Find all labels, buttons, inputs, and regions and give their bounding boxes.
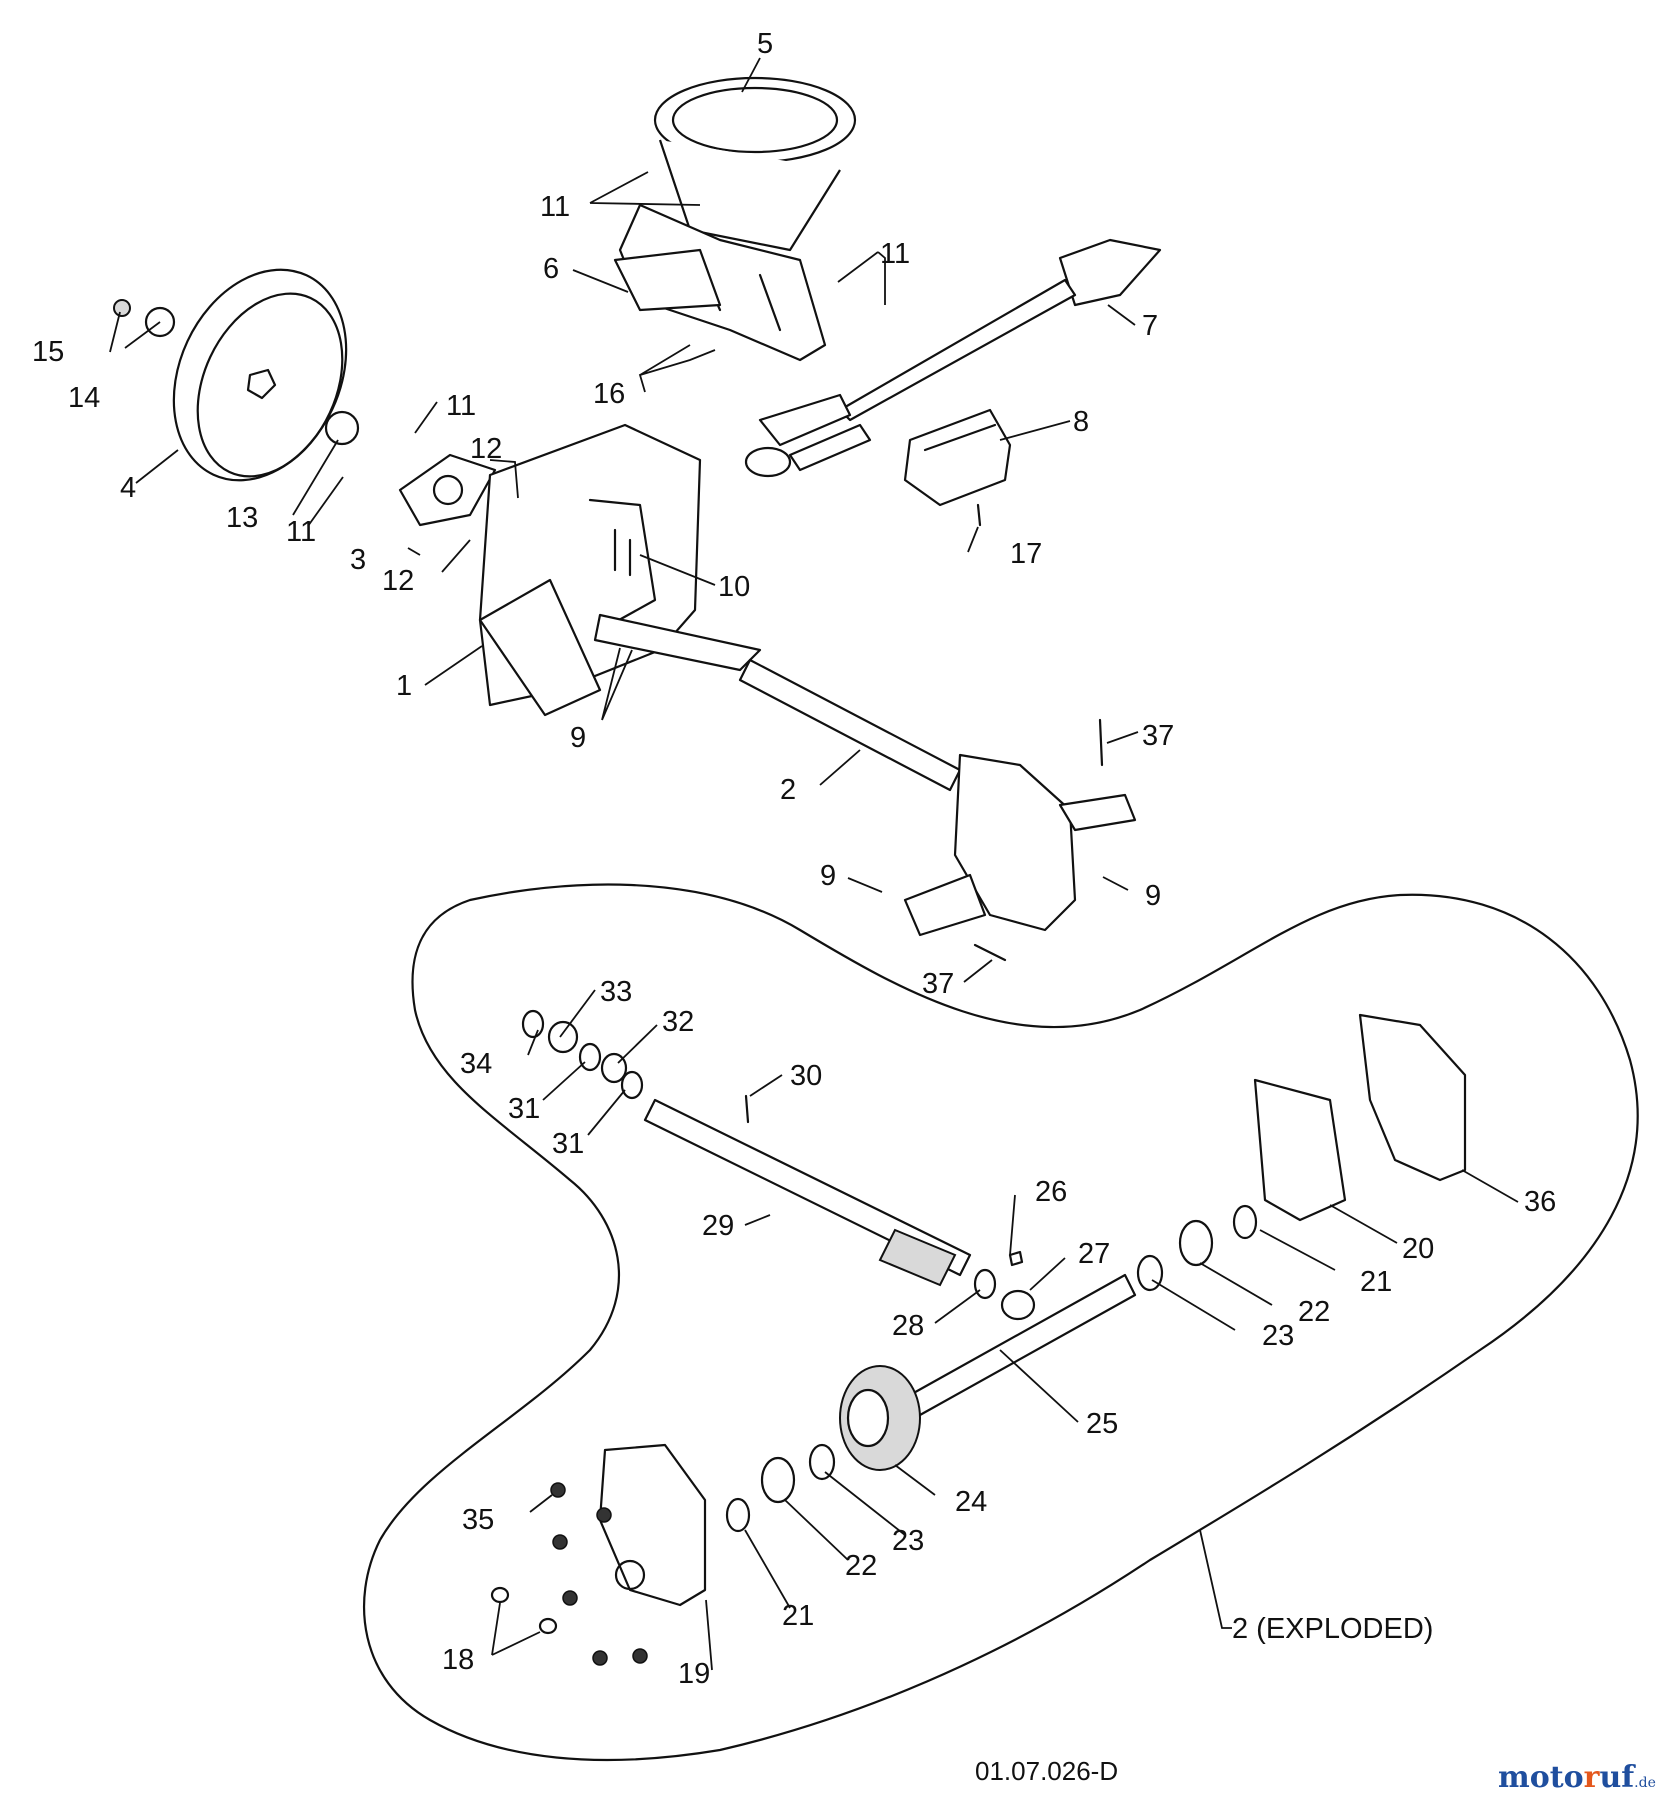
label-part-6: 6 [543, 253, 560, 285]
key-part-26 [1008, 1250, 1024, 1267]
label-part-33: 33 [600, 976, 633, 1008]
label-part-5: 5 [757, 28, 774, 60]
label-part-34: 34 [460, 1048, 493, 1080]
label-part-9: 9 [1145, 880, 1162, 912]
bushing-part-22-right [1178, 1219, 1214, 1267]
bearing-flange-part-3 [398, 453, 497, 527]
chute-deflector-part-6 [613, 248, 722, 312]
label-part-22: 22 [1298, 1296, 1331, 1328]
gearbox-assembly [903, 753, 1137, 937]
label-part-11: 11 [540, 191, 571, 223]
label-part-37: 37 [1142, 720, 1175, 752]
label-part-12: 12 [382, 565, 415, 597]
bolt-part-17 [976, 503, 982, 527]
label-part-3: 3 [350, 544, 367, 576]
nut-part-15 [113, 299, 131, 317]
label-part-11: 11 [286, 516, 317, 548]
bolt-part-10 [613, 528, 632, 577]
label-part-4: 4 [120, 472, 137, 504]
washer-part-23-left [808, 1443, 836, 1481]
plugs-part-18 [490, 1586, 558, 1635]
label-part-21: 21 [1360, 1266, 1393, 1298]
washer-part-34 [521, 1009, 545, 1039]
label-part-17: 17 [1010, 538, 1043, 570]
discharge-chute-part-5 [618, 76, 857, 362]
bearing-part-13 [324, 410, 360, 446]
leader-lines [109, 57, 1519, 1671]
bushing-part-33 [547, 1020, 579, 1054]
label-part-36: 36 [1524, 1186, 1557, 1218]
label-part-19: 19 [678, 1658, 711, 1690]
label-part-7: 7 [1142, 310, 1159, 342]
label-part-23: 23 [1262, 1320, 1295, 1352]
label-part-11: 11 [880, 238, 911, 270]
drawing-number: 01.07.026-D [975, 1756, 1119, 1786]
label-part-13: 13 [226, 502, 259, 534]
auger-housing-part-1 [478, 423, 762, 717]
label-part-12: 12 [470, 433, 503, 465]
screws-part-35 [550, 1482, 648, 1666]
label-part-28: 28 [892, 1310, 925, 1342]
watermark-suffix: .de [1634, 1775, 1656, 1791]
label-part-1: 1 [396, 670, 413, 702]
label-part-9: 9 [820, 860, 837, 892]
label-part-30: 30 [790, 1060, 823, 1092]
worm-gear-teeth [878, 1228, 957, 1287]
thrust-collar-part-27 [1000, 1289, 1036, 1321]
label-part-11: 11 [446, 390, 477, 422]
label-part-8: 8 [1073, 406, 1090, 438]
exploded-view-outline [363, 883, 1639, 1762]
label-part-15: 15 [32, 336, 65, 368]
label-part-20: 20 [1402, 1233, 1435, 1265]
worm-wheel-part-24 [839, 1365, 921, 1471]
label-part-16: 16 [593, 378, 626, 410]
snap-ring-part-21-right [1232, 1204, 1258, 1240]
label-part-2: 2 [780, 774, 797, 806]
label-part-25: 25 [1086, 1408, 1119, 1440]
washer-part-31-lower [620, 1070, 644, 1100]
housing-boss [614, 1559, 646, 1591]
worm-shaft-part-29 [643, 1098, 972, 1277]
crank-bracket-part-8 [903, 408, 1012, 507]
shaft-part-2 [738, 658, 962, 792]
label-part-10: 10 [718, 571, 751, 603]
label-part-22: 22 [845, 1550, 878, 1582]
chute-crank-part-7 [744, 238, 1162, 478]
bolt-part-37 [973, 718, 1104, 962]
label-part-21: 21 [782, 1600, 815, 1632]
label-part-14: 14 [68, 382, 101, 414]
label-part-9: 9 [570, 722, 587, 754]
pulley-part-4 [172, 268, 348, 482]
label-part-29: 29 [702, 1210, 735, 1242]
motoruf-watermark-logo: motoruf.de [1498, 1760, 1656, 1795]
label-part-31: 31 [508, 1093, 541, 1125]
snap-ring-part-21-left [725, 1497, 751, 1533]
bushing-part-22-left [760, 1456, 796, 1504]
label-part-35: 35 [462, 1504, 495, 1536]
label-part-31: 31 [552, 1128, 585, 1160]
pin-part-30 [744, 1094, 750, 1124]
label-part-23: 23 [892, 1525, 925, 1557]
washer-part-23-right [1136, 1254, 1164, 1292]
washer-part-31-upper [578, 1042, 602, 1072]
gearbox-housing-part-19 [598, 1443, 707, 1607]
label-part-18: 18 [442, 1644, 475, 1676]
washer-part-28 [973, 1268, 997, 1300]
label-part-27: 27 [1078, 1238, 1111, 1270]
label-part-37: 37 [922, 968, 955, 1000]
label-part-2-exploded: 2 (EXPLODED) [1232, 1613, 1434, 1645]
gasket-part-20 [1253, 1078, 1347, 1222]
label-part-24: 24 [955, 1486, 988, 1518]
gearbox-cover-part-36 [1358, 1013, 1467, 1182]
label-part-32: 32 [662, 1006, 695, 1038]
label-part-26: 26 [1035, 1176, 1068, 1208]
